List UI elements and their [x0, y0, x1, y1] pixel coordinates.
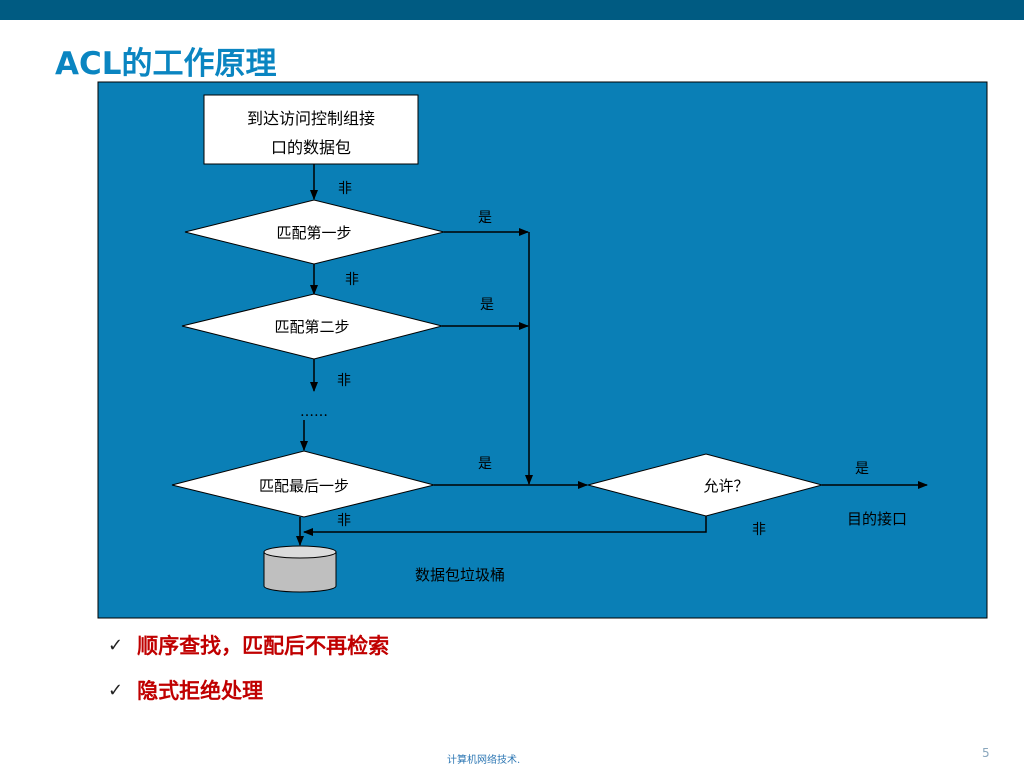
bullet-list: ✓ 顺序查找，匹配后不再检索 ✓ 隐式拒绝处理: [108, 632, 389, 722]
yes-label-permit: 是: [855, 461, 869, 477]
start-box-line-1: 到达访问控制组接: [247, 109, 375, 128]
bullet-text: 隐式拒绝处理: [137, 679, 264, 703]
checkmark-icon: ✓: [108, 634, 124, 656]
diagram-panel: [97, 81, 988, 619]
bit-bucket-icon: [263, 551, 337, 593]
start-box-line-2: 口的数据包: [271, 138, 351, 157]
checkmark-icon: ✓: [108, 679, 124, 701]
decision-step1: [184, 199, 445, 265]
top-bar: [0, 0, 1024, 20]
no-label-1: 非: [338, 181, 352, 197]
slide-footer: 计算机网络技术.: [447, 755, 521, 766]
yes-label-2: 是: [480, 297, 494, 313]
start-box: [203, 94, 419, 165]
decision-step2: [181, 293, 443, 360]
no-label-permit: 非: [752, 522, 766, 538]
yes-label-1: 是: [478, 210, 492, 226]
bullet-item: ✓ 顺序查找，匹配后不再检索: [108, 632, 389, 658]
bullet-item: ✓ 隐式拒绝处理: [108, 677, 389, 703]
decision-last: [171, 450, 435, 518]
ellipsis-label: ……: [300, 404, 328, 420]
yes-label-last: 是: [478, 456, 492, 472]
bullet-text: 顺序查找，匹配后不再检索: [137, 634, 390, 658]
arrow-permit-no: [303, 516, 707, 536]
no-label-2: 非: [345, 272, 359, 288]
decision-permit: [586, 453, 824, 517]
decision-last-label: 匹配最后一步: [259, 477, 349, 495]
page-number: 5: [982, 746, 990, 760]
decision-step1-label: 匹配第一步: [276, 224, 351, 242]
decision-step2-label: 匹配第二步: [274, 318, 349, 336]
bit-bucket-label: 数据包垃圾桶: [415, 566, 505, 584]
no-label-last: 非: [337, 513, 351, 529]
no-label-3: 非: [337, 373, 351, 389]
slide-title: ACL的工作原理: [55, 46, 277, 82]
bit-bucket-top: [263, 545, 337, 559]
destination-label: 目的接口: [847, 510, 907, 528]
decision-permit-label: 允许？: [703, 477, 748, 495]
